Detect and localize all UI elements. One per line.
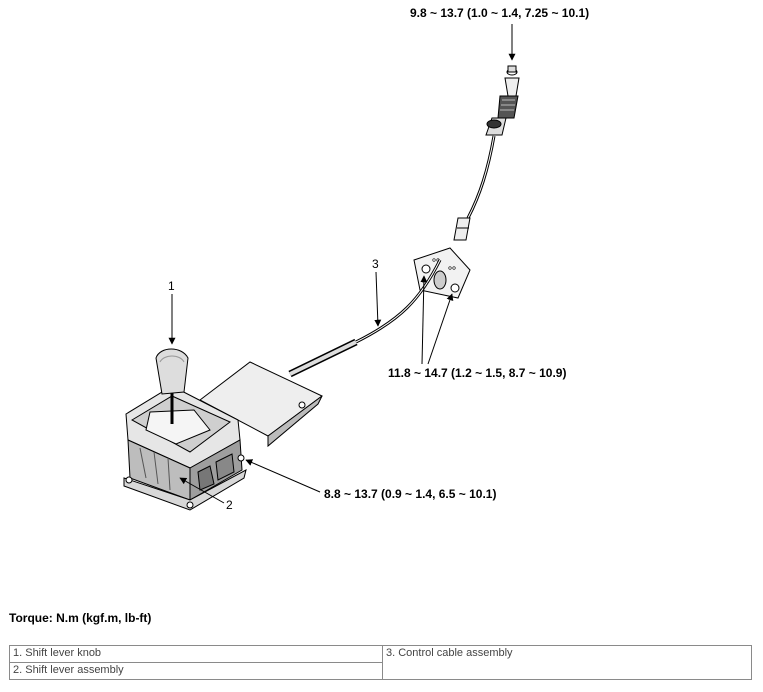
shift-lever-assembly [123,385,247,511]
parts-legend-table: 1. Shift lever knob 3. Control cable ass… [9,645,752,680]
control-cable-upper [466,135,496,219]
cable-grommet [453,217,471,241]
table-row: 2. Shift lever assembly [9,662,752,680]
callout-1: 1 [168,279,175,293]
torque-label-base: 8.8 ~ 13.7 (0.9 ~ 1.4, 6.5 ~ 10.1) [324,487,496,501]
legend-item-2: 2. Shift lever assembly [9,662,383,680]
legend-item-3: 3. Control cable assembly [382,645,752,680]
torque-unit-note: Torque: N.m (kgf.m, lb-ft) [9,611,152,625]
table-row: 1. Shift lever knob 3. Control cable ass… [9,645,752,680]
lever-base-plate [199,361,323,448]
shift-lever-diagram: ΦΦ ΦΦ 1 3 2 9.8 ~ 13.7 (1.0 ~ [123,6,589,512]
svg-text:ΦΦ: ΦΦ [448,266,456,272]
torque-label-top: 9.8 ~ 13.7 (1.0 ~ 1.4, 7.25 ~ 10.1) [410,6,589,20]
svg-text:ΦΦ: ΦΦ [432,258,440,264]
callout-3: 3 [372,257,379,271]
legend-item-1: 1. Shift lever knob [9,645,383,663]
cable-end-fitting [485,65,520,136]
cable-bracket: ΦΦ ΦΦ [413,247,471,299]
callout-2: 2 [226,498,233,512]
torque-label-bracket: 11.8 ~ 14.7 (1.2 ~ 1.5, 8.7 ~ 10.9) [388,366,566,380]
shift-lever-knob [155,348,189,424]
